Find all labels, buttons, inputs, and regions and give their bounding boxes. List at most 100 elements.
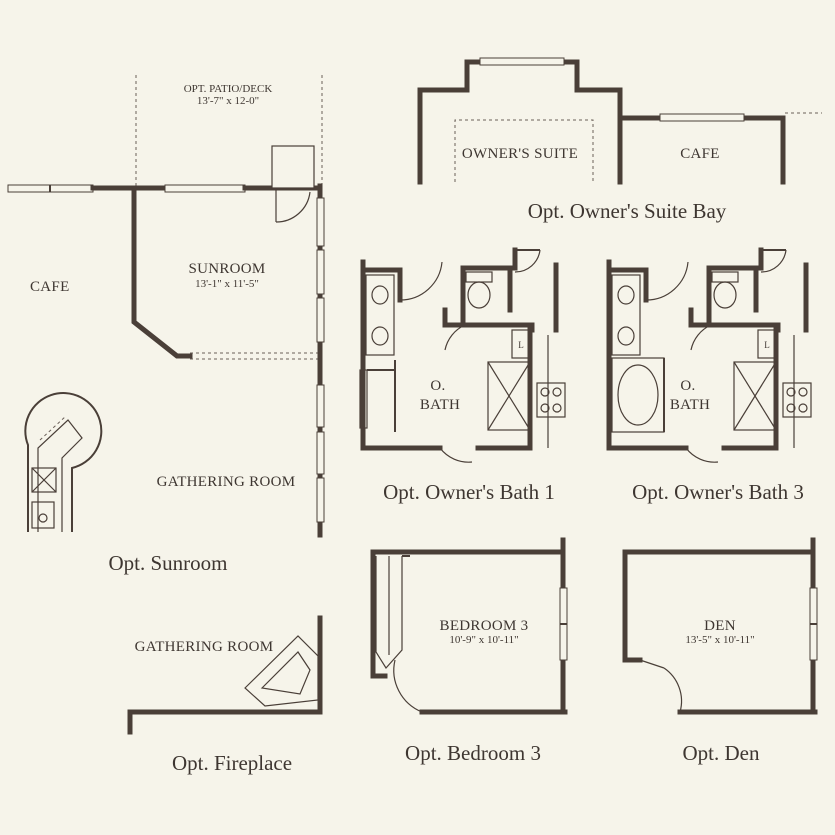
bedroom3-closet	[375, 556, 403, 669]
kitchen-island	[24, 392, 103, 532]
bath3-wc-wall	[708, 265, 759, 313]
island-outline-outer	[24, 392, 103, 532]
den-top-wall	[622, 537, 816, 663]
bath3-left-wall	[606, 259, 689, 451]
suite-cafe-label: CAFE	[680, 146, 720, 162]
bath3-vanity	[611, 274, 641, 356]
island-dash-1	[39, 415, 67, 441]
suite-label: OWNER'S SUITE	[462, 146, 578, 162]
patio-size: 13'-7" x 12-0"	[197, 95, 259, 107]
bath1-main-door-swing	[439, 447, 473, 463]
bedroom3-door-swing	[393, 659, 423, 713]
bath1-vanity	[365, 274, 395, 356]
bath3-tub	[617, 364, 659, 426]
sunroom-option: OPT. PATIO/DECK 13'-7" x 12-0" CAFE SUNR…	[7, 75, 325, 575]
bath3-entry-door-swing	[645, 261, 689, 301]
bath1-toilet-bowl	[467, 281, 491, 309]
sunroom-room-label: SUNROOM	[188, 261, 265, 277]
bath3-burner-1	[786, 387, 796, 397]
bath1-sink-1	[371, 285, 389, 305]
bath1-entry-door-swing	[399, 261, 443, 301]
cooktop-x2	[31, 467, 57, 493]
fireplace-firebox	[260, 651, 311, 695]
fireplace-walls	[127, 615, 323, 735]
bath3-room-label-1: O.	[680, 378, 695, 394]
bath1-wc-wall	[462, 265, 513, 313]
sunroom-top-window	[164, 184, 246, 193]
bedroom3-room-label: BEDROOM 3	[440, 618, 529, 634]
bath3-burner-3	[786, 403, 796, 413]
suite-bay-title: Opt. Owner's Suite Bay	[528, 199, 727, 223]
bath1-burner-2	[552, 387, 562, 397]
den-option: DEN 13'-5" x 10'-11" Opt. Den	[622, 537, 818, 765]
owners-bath-3-option: L O. BATH Opt. Owner's Bath 3	[606, 247, 812, 504]
den-room-label: DEN	[704, 618, 736, 634]
bath3-shower	[733, 361, 777, 431]
island-outline-inner	[37, 419, 83, 532]
bedroom3-room-size: 10'-9" x 10'-11"	[449, 634, 518, 646]
sink	[31, 501, 55, 529]
bath3-title: Opt. Owner's Bath 3	[632, 480, 804, 504]
bath1-wc-door-swing	[444, 324, 466, 351]
sunroom-cafe-label: CAFE	[30, 279, 70, 295]
den-title: Opt. Den	[683, 741, 760, 765]
bath3-shower-x2	[733, 361, 777, 431]
sink-drain	[38, 513, 48, 523]
bath1-window	[359, 369, 368, 429]
bath1-room-label-2: BATH	[420, 397, 460, 413]
bedroom3-top-wall	[370, 537, 566, 679]
cooktop	[31, 467, 57, 493]
bath3-sink-2	[617, 326, 635, 346]
bath1-shower-x2	[487, 361, 531, 431]
sunroom-gathering-label: GATHERING ROOM	[157, 474, 296, 490]
bath1-toilet-tank	[465, 271, 493, 283]
owners-suite-bay-option: OWNER'S SUITE CAFE Opt. Owner's Suite Ba…	[417, 57, 822, 223]
owners-bath-1-option: L O. BATH Opt. Owner's Bath 1	[359, 247, 566, 504]
bath1-closet-door-swing	[514, 249, 541, 273]
bath1-vanity-top-wall	[360, 267, 403, 303]
right-window-6	[316, 477, 325, 523]
sunroom-left-wall	[131, 187, 193, 359]
bath1-left-wall	[360, 259, 443, 451]
bath1-title: Opt. Owner's Bath 1	[383, 480, 555, 504]
den-door-leaf	[639, 659, 665, 669]
bath1-cooktop	[536, 382, 566, 418]
sunroom-title: Opt. Sunroom	[108, 551, 227, 575]
bath1-linen	[511, 329, 531, 359]
bath3-linen	[757, 329, 777, 359]
bedroom3-option: BEDROOM 3 10'-9" x 10'-11" Opt. Bedroom …	[370, 537, 568, 765]
bath1-linen-label: L	[518, 340, 524, 350]
bath3-wc-bottom-wall	[688, 307, 781, 333]
bay-dashed-outline	[454, 119, 594, 182]
bath1-burner-3	[540, 403, 550, 413]
right-window-2	[316, 249, 325, 295]
bath3-burner-2	[798, 387, 808, 397]
bedroom3-title: Opt. Bedroom 3	[405, 741, 541, 765]
sunroom-room-size: 13'-1" x 11'-5"	[195, 278, 259, 290]
bath1-shower	[487, 361, 531, 431]
fireplace-title: Opt. Fireplace	[172, 751, 292, 775]
bath3-room-label-2: BATH	[670, 397, 710, 413]
bath3-closet-door-swing	[760, 249, 787, 273]
cafe-top-window	[659, 113, 745, 122]
right-window-5	[316, 431, 325, 475]
bath1-sink-2	[371, 326, 389, 346]
right-window-4	[316, 384, 325, 428]
door-swing	[275, 191, 311, 223]
bath3-toilet-tank	[711, 271, 739, 283]
den-room-size: 13'-5" x 10'-11"	[685, 634, 754, 646]
bath3-burner-4	[798, 403, 808, 413]
bath3-tub-surround	[611, 357, 665, 433]
fireplace-option: GATHERING ROOM Opt. Fireplace	[127, 615, 323, 775]
bath1-room-label-1: O.	[430, 378, 445, 394]
suite-bay-outer-wall	[417, 59, 786, 185]
chimney-box	[271, 145, 315, 189]
bath3-cooktop	[782, 382, 812, 418]
bath1-burner-1	[540, 387, 550, 397]
right-window-3	[316, 297, 325, 343]
bath3-main-door-swing	[685, 447, 719, 463]
bay-top-window	[479, 57, 565, 66]
bath3-linen-label: L	[764, 340, 770, 350]
